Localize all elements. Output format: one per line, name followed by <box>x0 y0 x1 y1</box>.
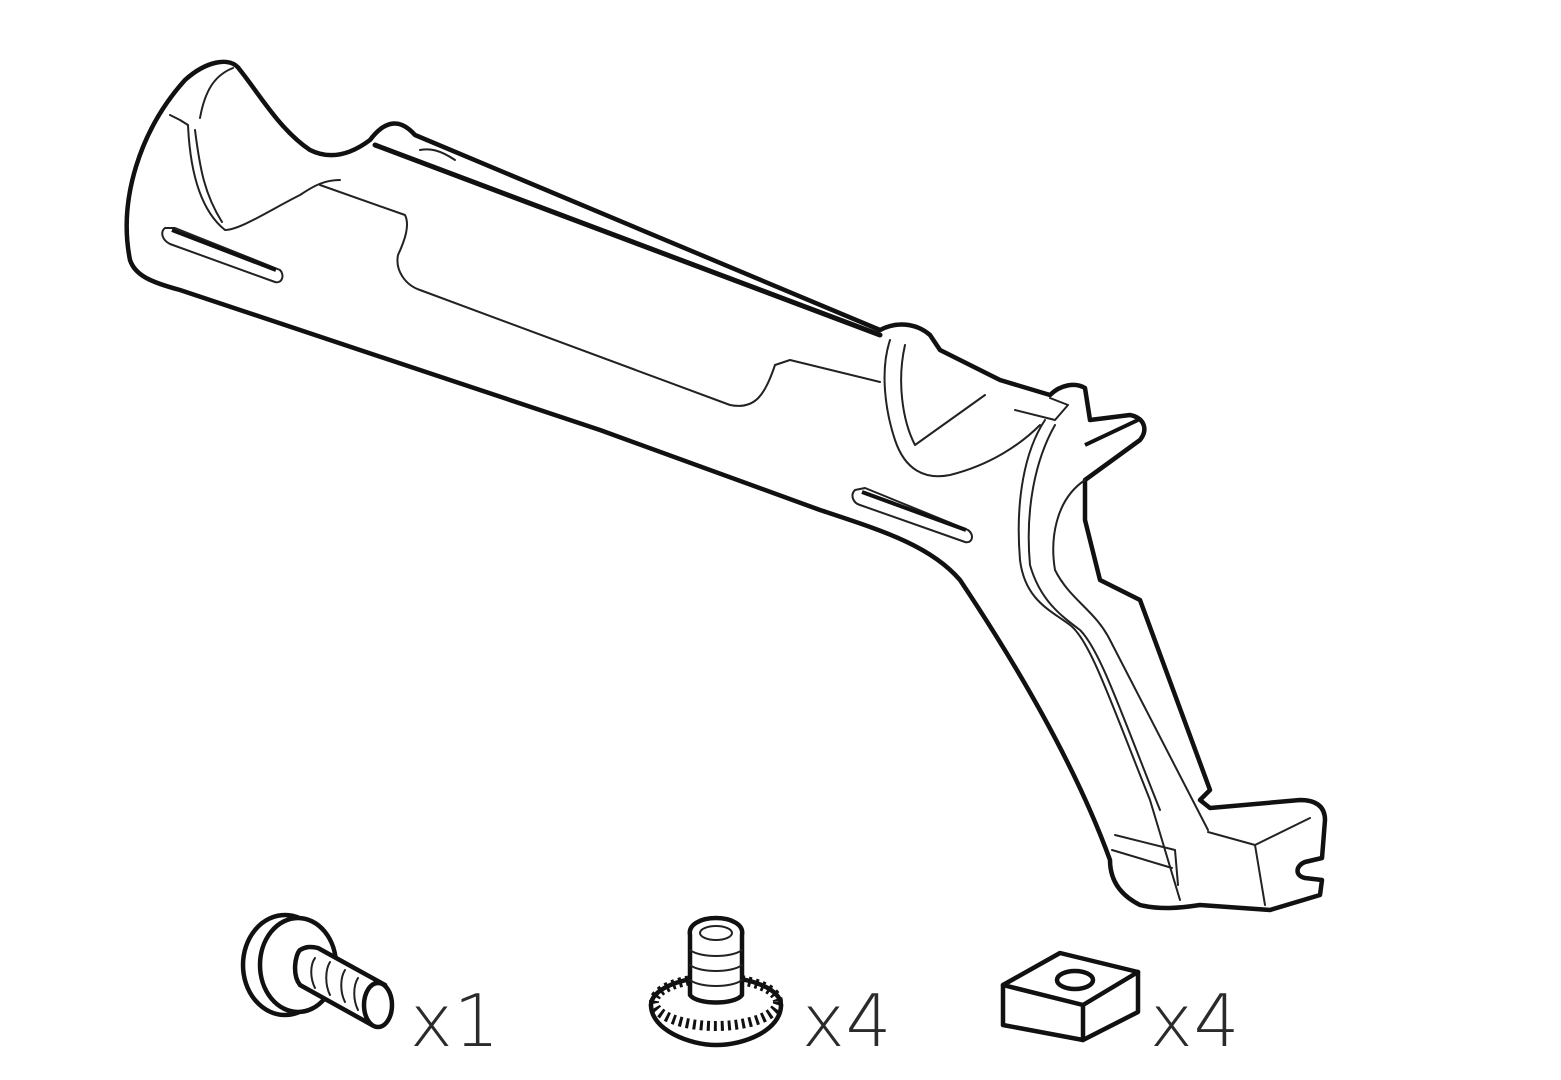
bracket-drawing <box>124 59 1328 913</box>
flange-screw-quantity-label: x4 <box>802 979 893 1063</box>
square-nut-icon <box>1000 950 1141 1043</box>
bolt-icon <box>240 912 395 1030</box>
flange-screw-icon <box>648 915 784 1048</box>
bolt-quantity-label: x1 <box>410 979 501 1063</box>
square-nut-quantity-label: x4 <box>1150 979 1241 1063</box>
